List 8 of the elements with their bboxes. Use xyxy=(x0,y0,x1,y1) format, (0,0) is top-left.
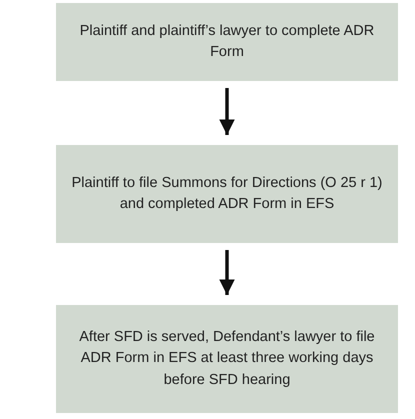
process-box xyxy=(56,305,398,413)
box-text: After SFD is served, Defendant’s lawyer to file ADR Form in EFS at least three working days before SFD hearing xyxy=(78,328,376,390)
process-box xyxy=(56,145,398,243)
box-text: Plaintiff to file Summons for Directions (O 25 r 1) and completed ADR Form in EFS xyxy=(70,174,384,214)
box-text: Plaintiff and plaintiff’s lawyer to complete ADR Form xyxy=(78,22,376,62)
arrow xyxy=(219,250,235,295)
arrow xyxy=(219,88,235,135)
process-box xyxy=(56,3,398,81)
